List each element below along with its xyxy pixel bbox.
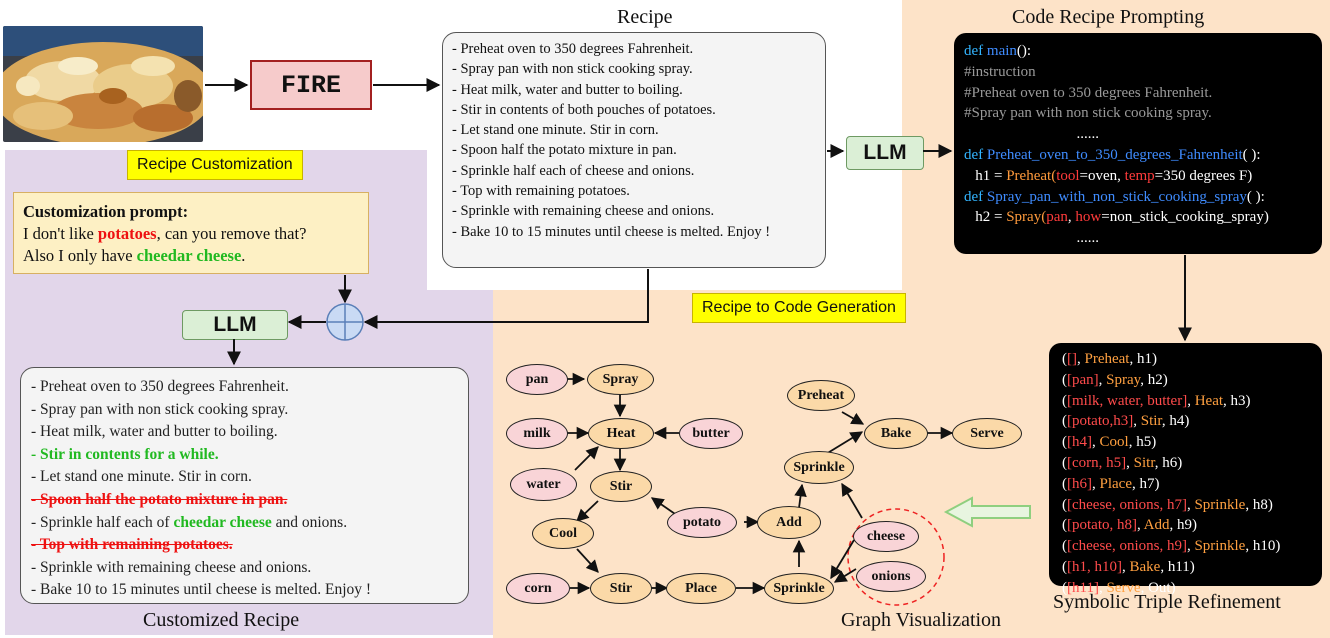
graph-node-potato: potato	[667, 507, 737, 538]
triple-item: ([potato, h8], Add, h9)	[1062, 517, 1198, 534]
llm-box-bottom: LLM	[182, 310, 288, 340]
code-line: def main():	[964, 43, 1032, 59]
graph-node-onions: onions	[856, 561, 926, 592]
code-line: h1 = Preheat(tool=oven, temp=350 degrees…	[964, 167, 1253, 184]
customization-prompt-box: Customization prompt: I don't like potat…	[13, 192, 369, 274]
graph-node-preheat: Preheat	[787, 380, 855, 411]
triple-item: ([h1, h10], Bake, h11)	[1062, 558, 1195, 575]
code-line: def Preheat_oven_to_350_degrees_Fahrenhe…	[964, 146, 1261, 163]
graph-node-spray: Spray	[587, 364, 654, 395]
customized-step: - Heat milk, water and butter to boiling…	[31, 423, 278, 441]
triple-item: ([pan], Spray, h2)	[1062, 371, 1168, 388]
graph-node-bake: Bake	[864, 418, 928, 449]
code-line: def Spray_pan_with_non_stick_cooking_spr…	[964, 188, 1265, 205]
recipe-steps: - Preheat oven to 350 degrees Fahrenheit…	[452, 39, 770, 242]
triple-item: ([h11], Serve, Out)	[1062, 579, 1176, 596]
graph-title: Graph Visualization	[841, 609, 1002, 631]
fire-box: FIRE	[250, 60, 372, 110]
recipe-customization-badge: Recipe Customization	[127, 150, 303, 180]
recipe-step: - Bake 10 to 15 minutes until cheese is …	[452, 223, 771, 240]
code-line: h2 = Spray(pan, how=non_stick_cooking_sp…	[964, 209, 1269, 226]
code-line: #Preheat oven to 350 degrees Fahrenheit.	[964, 84, 1213, 101]
triples-title: Symbolic Triple Refinement	[1053, 591, 1281, 613]
recipe-to-code-generation-badge: Recipe to Code Generation	[692, 293, 906, 323]
triple-item: ([corn, h5], Sitr, h6)	[1062, 454, 1183, 471]
graph-node-serve: Serve	[952, 418, 1022, 449]
graph-node-add: Add	[757, 506, 821, 539]
customized-step: - Sprinkle with remaining cheese and oni…	[31, 558, 312, 576]
customization-prompt-heading: Customization prompt:	[23, 202, 189, 221]
food-image	[3, 26, 203, 142]
fire-label: FIRE	[280, 70, 341, 100]
code-lines: def main(): #instruction #Preheat oven to …	[964, 41, 1269, 249]
recipe-step: - Spoon half the potato mixture in pan.	[452, 142, 677, 159]
graph-node-pan: pan	[506, 364, 568, 395]
customized-recipe-box: - Preheat oven to 350 degrees Fahrenheit…	[20, 367, 469, 604]
graph-node-stir-1: Stir	[590, 471, 652, 502]
customized-step-removed: - Top with remaining potatoes.	[31, 536, 233, 554]
substituted-cheese-highlight: cheedar cheese	[173, 513, 272, 531]
recipe-step: - Let stand one minute. Stir in corn.	[452, 122, 659, 139]
customized-step-removed: - Spoon half the potato mixture in pan.	[31, 490, 288, 508]
cheedar-cheese-highlight: cheedar cheese	[136, 246, 242, 265]
code-line: ......	[964, 230, 1100, 247]
triple-item: ([milk, water, butter], Heat, h3)	[1062, 392, 1251, 409]
recipe-step: - Preheat oven to 350 degrees Fahrenheit…	[452, 41, 694, 57]
triple-item: ([cheese, onions, h9], Sprinkle, h10)	[1062, 538, 1281, 555]
llm-label-top: LLM	[863, 141, 907, 164]
customization-line-2: Also I only have cheedar cheese.	[23, 246, 246, 265]
customized-step: - Bake 10 to 15 minutes until cheese is …	[31, 581, 372, 599]
customized-step-modified: - Sprinkle half each of cheedar cheese a…	[31, 513, 348, 531]
recipe-step: - Stir in contents of both pouches of po…	[452, 101, 716, 118]
triple-item: ([potato,h3], Stir, h4)	[1062, 413, 1190, 430]
customized-recipe-title: Customized Recipe	[143, 609, 300, 631]
graph-node-water: water	[510, 468, 577, 501]
recipe-step: - Top with remaining potatoes.	[452, 183, 630, 200]
graph-node-place: Place	[666, 573, 736, 604]
recipe-step: - Spray pan with non stick cooking spray…	[452, 61, 693, 78]
graph-node-sprinkle-1: Sprinkle	[784, 451, 854, 484]
triple-item: ([cheese, onions, h7], Sprinkle, h8)	[1062, 496, 1273, 513]
customized-step: - Let stand one minute. Stir in corn.	[31, 468, 252, 486]
code-line: #Spray pan with non stick cooking spray.	[964, 105, 1212, 122]
customized-recipe-steps: - Preheat oven to 350 degrees Fahrenheit…	[31, 376, 371, 602]
recipe-step: - Sprinkle with remaining cheese and oni…	[452, 203, 715, 220]
graph-node-butter: butter	[679, 418, 743, 449]
triple-item: ([h6], Place, h7)	[1062, 475, 1160, 492]
triple-item: ([h4], Cool, h5)	[1062, 434, 1157, 451]
triples-box: ([], Preheat, h1) ([pan], Spray, h2) ([mil…	[1049, 343, 1322, 596]
customized-step-added: - Stir in contents for a while.	[31, 445, 219, 463]
code-line: #instruction	[964, 63, 1036, 80]
recipe-step: - Sprinkle half each of cheese and onion…	[452, 162, 695, 179]
recipe-title: Recipe	[617, 6, 673, 28]
graph-node-stir-2: Stir	[590, 573, 652, 604]
code-section-title: Code Recipe Prompting	[1012, 6, 1205, 28]
customized-step: - Preheat oven to 350 degrees Fahrenheit…	[31, 378, 289, 395]
recipe-box: - Preheat oven to 350 degrees Fahrenheit…	[442, 32, 826, 268]
triples-list: ([], Preheat, h1) ([pan], Spray, h2) ([mil…	[1062, 349, 1280, 599]
recipe-step: - Heat milk, water and butter to boiling…	[452, 81, 683, 98]
triple-item: ([], Preheat, h1)	[1062, 351, 1157, 367]
graph-node-heat: Heat	[588, 418, 654, 449]
graph-node-corn: corn	[506, 573, 570, 604]
code-box: def main(): #instruction #Preheat oven to …	[954, 33, 1322, 254]
code-line: ......	[964, 126, 1100, 143]
customization-line-1: I don't like potatoes, can you remove th…	[23, 224, 307, 243]
graph-node-milk: milk	[506, 418, 568, 449]
graph-node-cool: Cool	[532, 518, 594, 549]
graph-node-sprinkle-2: Sprinkle	[764, 573, 834, 604]
llm-box-top: LLM	[846, 136, 924, 170]
graph-node-cheese: cheese	[853, 521, 919, 552]
dislike-potatoes-highlight: potatoes	[97, 224, 157, 243]
customized-step: - Spray pan with non stick cooking spray…	[31, 400, 289, 418]
llm-label-bottom: LLM	[213, 313, 257, 336]
